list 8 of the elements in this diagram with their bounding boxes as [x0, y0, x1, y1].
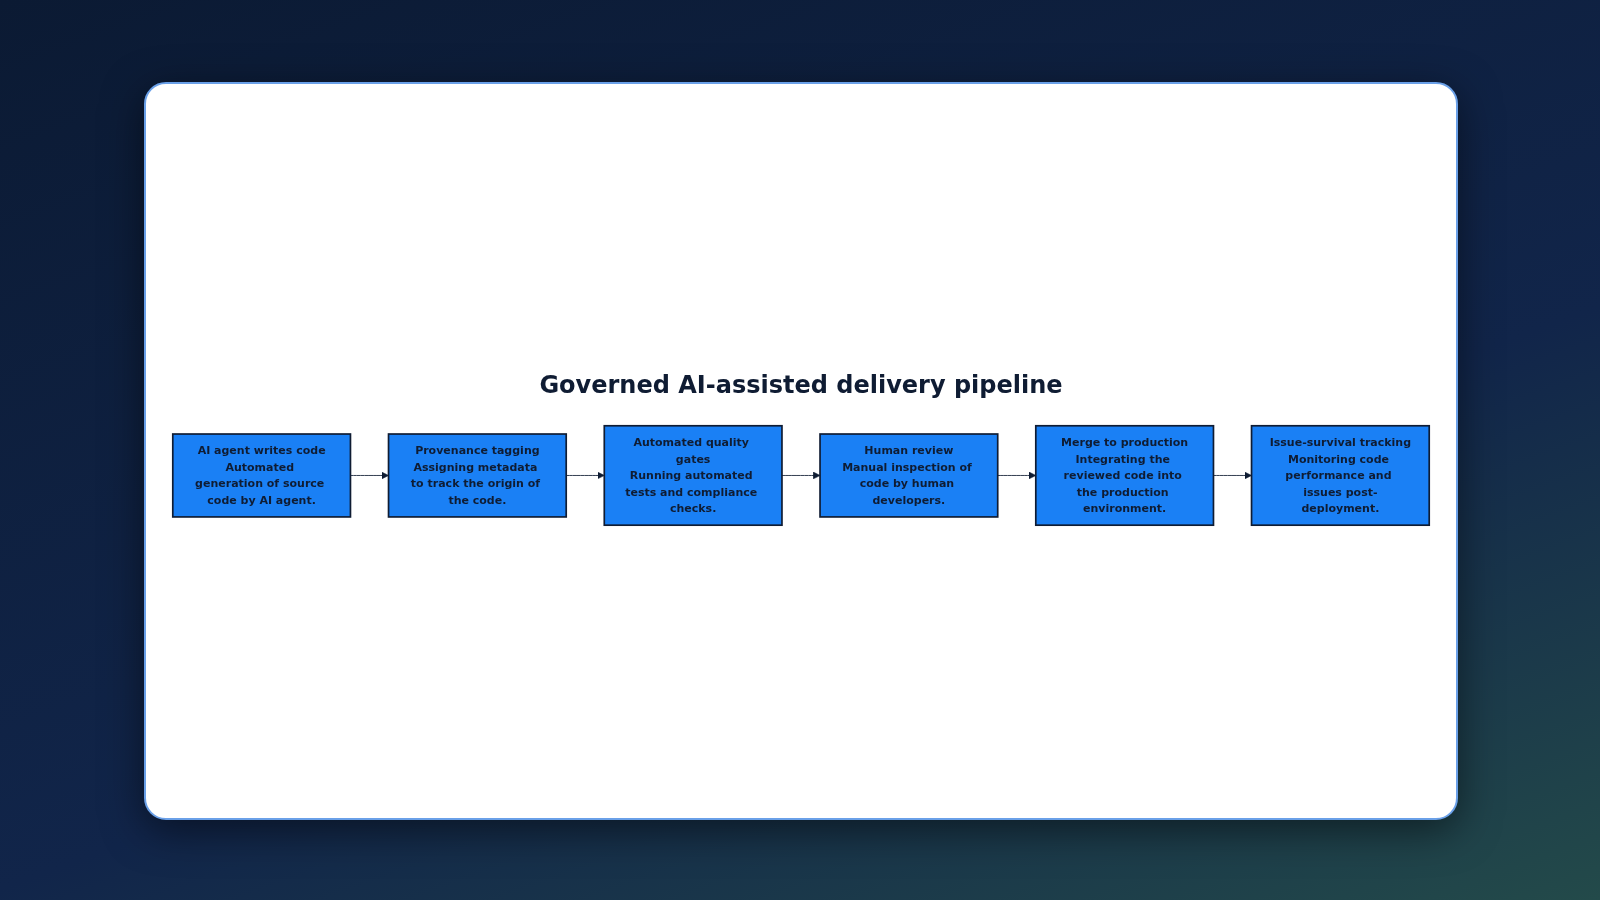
node-box: [387, 432, 568, 518]
node-box: [1250, 424, 1431, 526]
card-background: Governed AI-assisted delivery pipeline AI agent writes code Automated generation of source code by AI agent. Provenance tagging Assigning metadata to track the origin of the code. Automated quality gates Running automated tests and compliance checks. Human review Manual inspection of code by human developers. Merge to production Integrating the reviewed code into the production environment. Issue-survival tracking Monitoring code performance and issues post-deployment.: [144, 82, 1458, 820]
diagram-title: Governed AI-assisted delivery pipeline: [539, 370, 1063, 399]
node-box: [603, 424, 783, 526]
node-box: [171, 432, 352, 518]
node-box: [819, 432, 999, 518]
node-box: [1034, 424, 1215, 526]
